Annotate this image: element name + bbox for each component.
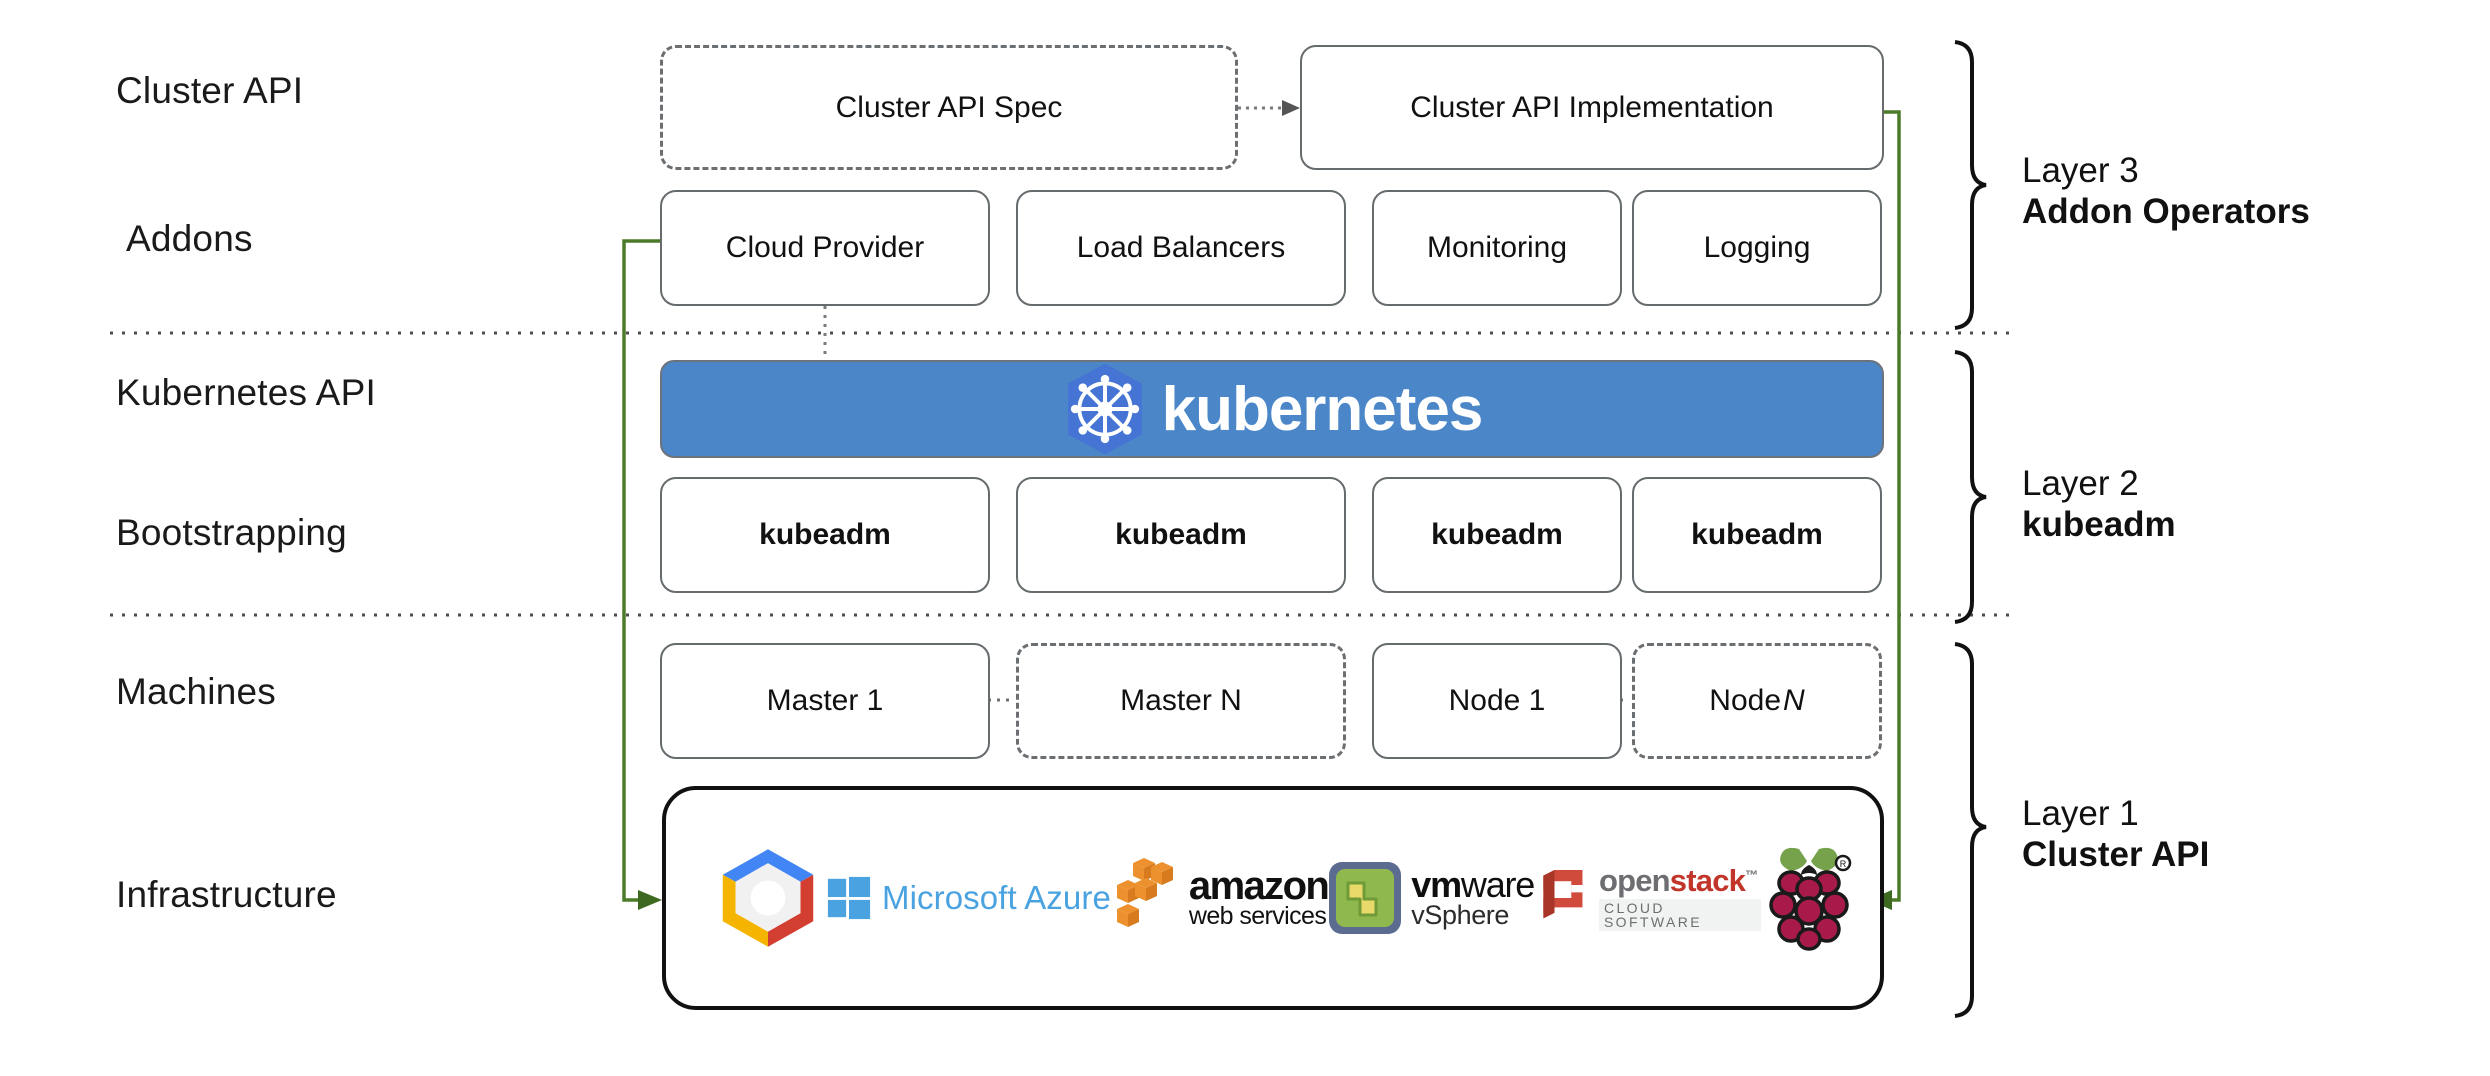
layer-2-name: kubeadm — [2022, 505, 2176, 545]
box-master-n-label: Master N — [1120, 684, 1242, 717]
row-label-bootstrapping: Bootstrapping — [116, 512, 347, 553]
box-kubeadm-3[interactable]: kubeadm — [1372, 477, 1622, 593]
svg-text:R: R — [1840, 859, 1847, 869]
box-master-n[interactable]: Master N — [1016, 643, 1346, 759]
raspberry-pi-logo[interactable]: R — [1761, 843, 1857, 953]
box-node-n-label: Node — [1709, 684, 1782, 717]
box-node-1-label: Node 1 — [1448, 684, 1546, 717]
box-cluster-api-implementation-label: Cluster API Implementation — [1410, 90, 1774, 124]
box-cloud-provider[interactable]: Cloud Provider — [660, 190, 990, 306]
kubernetes-wordmark: kubernetes — [1161, 375, 1484, 444]
row-label-cluster-api: Cluster API — [116, 70, 304, 111]
box-kubeadm-2[interactable]: kubeadm — [1016, 477, 1346, 593]
box-kubeadm-3-label: kubeadm — [1431, 518, 1563, 551]
vmware-vsphere-icon — [1329, 862, 1402, 934]
kubernetes-banner[interactable]: kubernetes — [660, 360, 1884, 458]
google-cloud-platform-logo[interactable] — [710, 840, 826, 956]
layer-2-number: Layer 2 — [2022, 464, 2139, 503]
row-label-infrastructure: Infrastructure — [116, 874, 337, 915]
box-master-1[interactable]: Master 1 — [660, 643, 990, 759]
layer-1-number: Layer 1 — [2022, 794, 2139, 833]
box-load-balancers-label: Load Balancers — [1076, 231, 1286, 264]
vsphere-subtitle: vSphere — [1411, 900, 1510, 931]
layer-2-bracket — [1954, 350, 1987, 624]
box-kubeadm-1-label: kubeadm — [759, 518, 891, 551]
box-logging-label: Logging — [1703, 231, 1811, 264]
box-kubeadm-4-label: kubeadm — [1691, 518, 1823, 551]
openstack-logo[interactable]: openstack™ CLOUD SOFTWARE — [1534, 862, 1762, 934]
raspberry-pi-icon: R — [1769, 847, 1852, 951]
box-cloud-provider-label: Cloud Provider — [725, 231, 925, 264]
openstack-wordmark-stack: stack — [1669, 863, 1746, 898]
vmware-vsphere-logo[interactable]: vmware vSphere — [1328, 861, 1535, 935]
vmware-wordmark-thin: ware — [1460, 864, 1535, 906]
vmware-wordmark-bold: vm — [1411, 864, 1462, 906]
box-node-1[interactable]: Node 1 — [1372, 643, 1622, 759]
layer-3-label: Layer 3 Addon Operators — [2022, 150, 2310, 233]
layer-3-bracket — [1954, 40, 1987, 330]
layer-1-bracket — [1954, 642, 1987, 1018]
layer-3-name: Addon Operators — [2022, 192, 2310, 232]
openstack-subtitle: CLOUD SOFTWARE — [1598, 899, 1762, 931]
spec-to-implementation-arrowhead — [1282, 100, 1300, 116]
amazon-web-services-subtitle: web services — [1188, 902, 1327, 931]
box-cluster-api-spec[interactable]: Cluster API Spec — [660, 45, 1238, 170]
layer-1-label: Layer 1 Cluster API — [2022, 793, 2209, 876]
box-master-1-label: Master 1 — [766, 684, 884, 717]
layer-3-number: Layer 3 — [2022, 151, 2139, 190]
microsoft-azure-logo[interactable]: Microsoft Azure — [826, 875, 1111, 921]
box-node-n-italic-suffix: N — [1783, 684, 1805, 717]
microsoft-windows-icon — [827, 876, 871, 920]
layer-1-name: Cluster API — [2022, 835, 2210, 875]
box-kubeadm-4[interactable]: kubeadm — [1632, 477, 1882, 593]
amazon-wordmark: amazon — [1188, 864, 1330, 909]
box-kubeadm-1[interactable]: kubeadm — [660, 477, 990, 593]
box-node-n[interactable]: Node N — [1632, 643, 1882, 759]
box-monitoring[interactable]: Monitoring — [1372, 190, 1622, 306]
box-kubeadm-2-label: kubeadm — [1115, 518, 1247, 551]
implementation-to-infrastructure-line — [1884, 110, 1901, 902]
box-logging[interactable]: Logging — [1632, 190, 1882, 306]
cloud-provider-to-infrastructure-arrowhead — [638, 890, 662, 910]
box-cluster-api-spec-label: Cluster API Spec — [835, 90, 1063, 124]
aws-boxes-icon — [1116, 858, 1173, 927]
box-cluster-api-implementation[interactable]: Cluster API Implementation — [1300, 45, 1884, 170]
amazon-web-services-logo[interactable]: amazon web services — [1111, 857, 1330, 939]
box-monitoring-label: Monitoring — [1426, 231, 1568, 264]
row-label-kubernetes-api: Kubernetes API — [116, 372, 376, 413]
infrastructure-box[interactable]: Microsoft Azure — [662, 786, 1884, 1010]
row-label-addons: Addons — [126, 218, 253, 259]
openstack-trademark-symbol: ™ — [1745, 867, 1758, 883]
row-label-machines: Machines — [116, 671, 276, 712]
openstack-icon — [1543, 870, 1583, 919]
cloud-provider-to-infrastructure-line — [622, 239, 660, 902]
openstack-wordmark-open: open — [1598, 863, 1671, 898]
layer-2-label: Layer 2 kubeadm — [2022, 463, 2176, 546]
box-load-balancers[interactable]: Load Balancers — [1016, 190, 1346, 306]
kubernetes-logo-icon — [1062, 362, 1148, 456]
microsoft-azure-wordmark: Microsoft Azure — [882, 879, 1111, 916]
